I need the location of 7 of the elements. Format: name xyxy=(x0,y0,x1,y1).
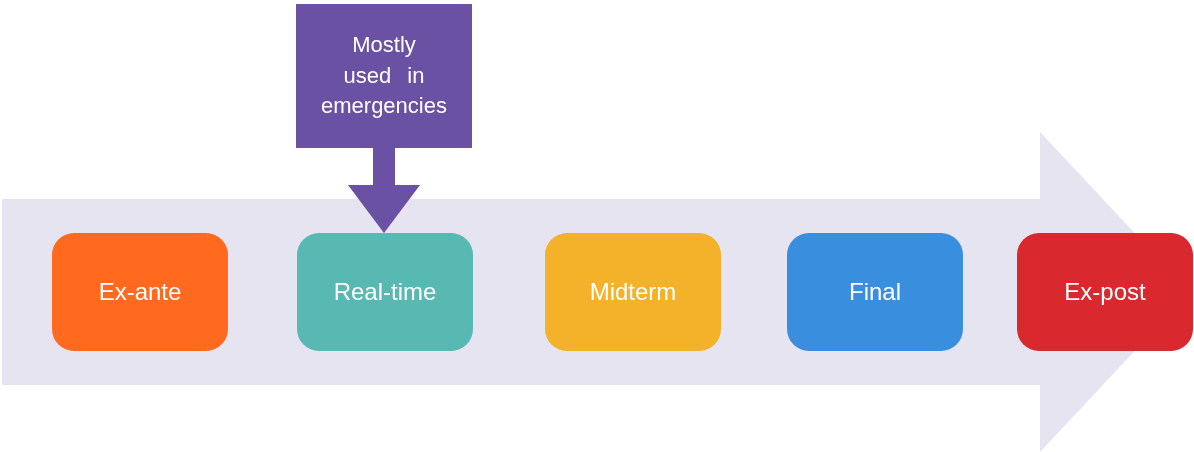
callout-box: Mostly used in emergencies xyxy=(296,4,472,148)
stage-box: Midterm xyxy=(545,233,721,351)
stage-box: Ex-ante xyxy=(52,233,228,351)
callout-arrow xyxy=(348,148,420,233)
stage-box: Real-time xyxy=(297,233,473,351)
stage-box: Ex-post xyxy=(1017,233,1193,351)
stage-box: Final xyxy=(787,233,963,351)
